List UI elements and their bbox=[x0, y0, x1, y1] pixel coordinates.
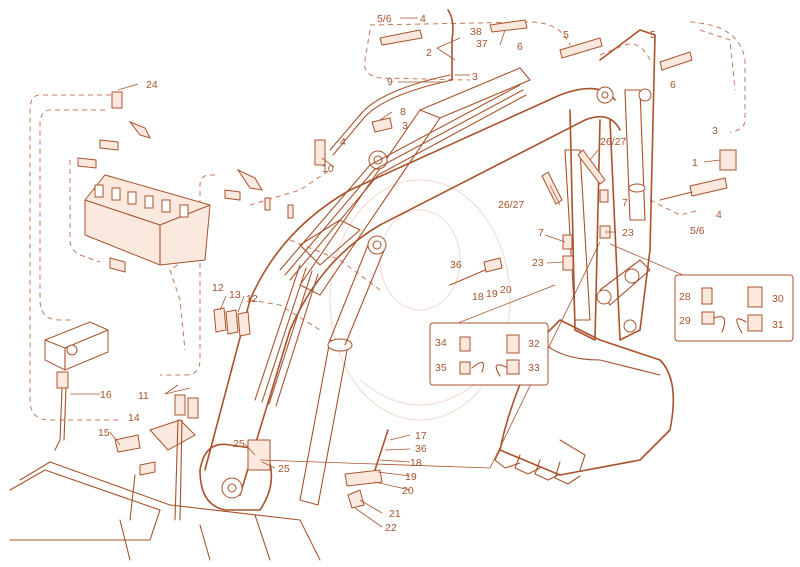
label-30: 30 bbox=[772, 293, 784, 305]
inset-box-32-35 bbox=[429, 322, 549, 386]
label-11: 11 bbox=[138, 390, 149, 402]
label-12-a: 12 bbox=[212, 282, 224, 294]
label-6-top: 6 bbox=[517, 41, 523, 53]
label-19-a: 19 bbox=[486, 288, 498, 300]
label-12-b: 12 bbox=[246, 293, 258, 305]
label-4-mid: 4 bbox=[340, 136, 346, 148]
watermark bbox=[329, 179, 511, 421]
label-31: 31 bbox=[772, 319, 784, 331]
label-28: 28 bbox=[679, 291, 691, 303]
label-35: 35 bbox=[435, 362, 447, 374]
inset-box-28-31 bbox=[674, 274, 794, 342]
label-3-top: 3 bbox=[472, 71, 478, 83]
label-9: 9 bbox=[387, 76, 393, 88]
label-26-27-a: 26/27 bbox=[600, 136, 626, 148]
callout-labels: 24 5/6 4 2 38 37 6 5 5 6 9 3 8 3 4 10 3 … bbox=[98, 13, 784, 534]
label-17: 17 bbox=[415, 430, 427, 442]
control-valve-block bbox=[84, 174, 211, 266]
label-21: 21 bbox=[389, 508, 401, 520]
label-7-a: 7 bbox=[538, 227, 544, 239]
label-23-b: 23 bbox=[532, 257, 544, 269]
label-36-b: 36 bbox=[415, 443, 427, 455]
label-22: 22 bbox=[385, 522, 397, 534]
leader-lines bbox=[70, 17, 721, 528]
label-4-top: 4 bbox=[420, 13, 426, 25]
dashed-routing-lines bbox=[29, 21, 746, 421]
label-23-a: 23 bbox=[622, 227, 634, 239]
label-15: 15 bbox=[98, 427, 110, 439]
label-18-a: 18 bbox=[472, 291, 484, 303]
label-14: 14 bbox=[128, 412, 140, 424]
label-10: 10 bbox=[322, 163, 334, 175]
label-33: 33 bbox=[528, 362, 540, 374]
label-3-right: 3 bbox=[712, 125, 718, 137]
label-38: 38 bbox=[470, 26, 482, 38]
label-34: 34 bbox=[435, 337, 447, 349]
label-5-a: 5 bbox=[563, 29, 569, 41]
label-26-27-b: 26/27 bbox=[498, 199, 524, 211]
label-3-mid: 3 bbox=[402, 120, 408, 132]
label-20-b: 20 bbox=[402, 485, 414, 497]
label-24: 24 bbox=[146, 79, 158, 91]
label-29: 29 bbox=[679, 315, 691, 327]
label-32: 32 bbox=[528, 338, 540, 350]
label-25-b: 25 bbox=[278, 463, 290, 475]
label-4-right: 4 bbox=[716, 209, 722, 221]
label-19-b: 19 bbox=[405, 471, 417, 483]
label-5-b: 5 bbox=[650, 29, 656, 41]
label-2: 2 bbox=[426, 47, 432, 59]
boom-assembly bbox=[9, 29, 675, 561]
label-37: 37 bbox=[476, 38, 488, 50]
label-16: 16 bbox=[100, 389, 112, 401]
label-5-6-top: 5/6 bbox=[377, 13, 392, 25]
label-8: 8 bbox=[400, 106, 406, 118]
label-20-a: 20 bbox=[500, 284, 512, 296]
label-25-a: 25 bbox=[233, 438, 245, 450]
label-36-a: 36 bbox=[450, 259, 462, 271]
label-13: 13 bbox=[229, 289, 241, 301]
label-5-6-right: 5/6 bbox=[690, 225, 705, 237]
label-7-b: 7 bbox=[622, 197, 628, 209]
label-18-b: 18 bbox=[410, 457, 422, 469]
label-6-right: 6 bbox=[670, 79, 676, 91]
label-1: 1 bbox=[692, 157, 698, 169]
